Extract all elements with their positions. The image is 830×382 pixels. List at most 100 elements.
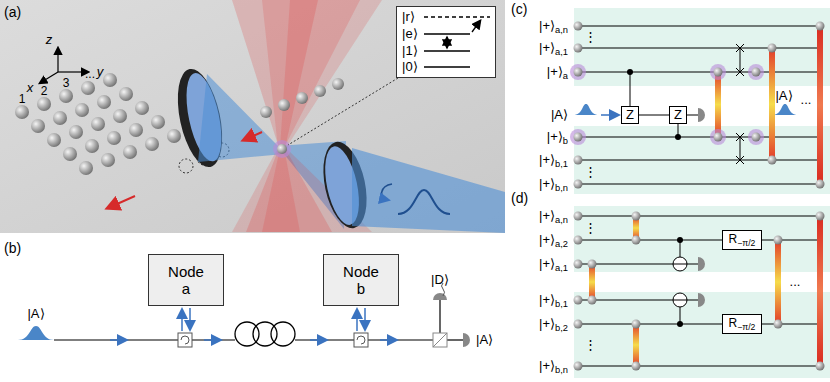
atom (103, 73, 117, 87)
text-label: ... (790, 274, 801, 289)
label-holder: y (97, 64, 104, 80)
label-holder: 2 (41, 84, 48, 99)
atom (167, 129, 181, 143)
text-label: ⋮ (584, 29, 597, 44)
text-label: x (27, 80, 34, 95)
label-holder: |D⟩ (431, 272, 449, 288)
text-label: |A⟩ (27, 306, 44, 321)
gate-box: Z (669, 106, 687, 124)
wire-connector (639, 115, 669, 116)
label-holder: |+⟩a,n (539, 18, 568, 34)
detector (463, 333, 470, 347)
label-holder: |+⟩b,1 (539, 152, 568, 168)
level-label: |e⟩ (402, 27, 418, 42)
atom (47, 133, 61, 147)
atom (97, 95, 111, 109)
fiber-loops (235, 322, 295, 346)
text-label: |A⟩ (551, 107, 568, 122)
atom (151, 115, 165, 129)
atom (53, 111, 67, 125)
input-pulse (18, 326, 54, 340)
atom (113, 109, 127, 123)
label-holder: (a) (4, 4, 21, 20)
atom (37, 97, 51, 111)
atom (119, 87, 133, 101)
text-label: |A⟩ (775, 88, 792, 103)
atom (15, 105, 29, 119)
atom (63, 147, 77, 161)
box-text: Node a (168, 263, 204, 298)
photon-pulse (398, 190, 450, 214)
text-label: ⋮ (584, 220, 597, 235)
atom (75, 103, 89, 117)
level-inset: |r⟩ |e⟩ |1⟩|0⟩ (396, 6, 496, 78)
label-holder: |+⟩a (547, 64, 568, 80)
label-holder: |+⟩a,1 (539, 40, 568, 56)
text-label: |+⟩a,1 (539, 40, 568, 55)
output-beam (352, 148, 505, 233)
text-label: |+⟩b,n (539, 176, 568, 191)
label-holder: ⋮ (584, 220, 597, 236)
label-holder: |A⟩ (27, 306, 44, 322)
beam-splitter (433, 333, 447, 347)
text-label: |A⟩ (476, 332, 493, 347)
atom (101, 153, 115, 167)
panel-label: (c) (511, 1, 527, 17)
text-label: |+⟩b,1 (539, 292, 568, 307)
atom (145, 137, 159, 151)
atom (107, 131, 121, 145)
gate-box: R−π/2 (722, 230, 762, 250)
atoms (574, 22, 825, 189)
panel-d-art (574, 206, 830, 378)
text-label: |+⟩a,1 (539, 256, 568, 271)
level-label: |1⟩ (402, 44, 418, 59)
text-label: |D⟩ (431, 272, 449, 287)
purple-atoms (570, 64, 764, 145)
text-label: |+⟩b,2 (539, 316, 568, 331)
atom (31, 119, 45, 133)
panel-label: (b) (4, 240, 21, 256)
text-label: ... (801, 92, 812, 107)
label-holder: |+⟩b,n (539, 358, 568, 374)
label-holder: |+⟩a,1 (539, 256, 568, 272)
text-label: |+⟩b,1 (539, 152, 568, 167)
text-label: y (97, 64, 104, 79)
text-label: z (46, 32, 53, 47)
text-label: ... (85, 67, 95, 81)
label-holder: (d) (511, 190, 528, 206)
panel-b-art (18, 283, 470, 347)
atom-array (15, 73, 181, 175)
gate-box: Z (621, 106, 639, 124)
atom (135, 101, 149, 115)
text-label: |+⟩b (547, 129, 568, 144)
label-holder: ⋮ (584, 164, 597, 180)
label-holder: |+⟩a,2 (539, 232, 568, 248)
text-label: ⋮ (584, 164, 597, 179)
label-holder: (c) (511, 1, 527, 17)
atoms (574, 212, 825, 371)
text-label: |+⟩b,n (539, 358, 568, 373)
box-text: Z (626, 108, 634, 123)
text-label: |+⟩a (547, 64, 568, 79)
label-holder: |+⟩a,n (539, 208, 568, 224)
atom (59, 89, 73, 103)
box-text: Z (674, 108, 682, 123)
atom (91, 117, 105, 131)
text-label: 3 (63, 76, 70, 90)
atom (79, 161, 93, 175)
level-label: |r⟩ (402, 10, 415, 25)
level-label: |0⟩ (402, 60, 418, 75)
label-holder: |A⟩ (775, 88, 792, 104)
node-box: Node a (148, 254, 224, 306)
label-holder: 1 (19, 92, 26, 107)
label-holder: ⋮ (584, 29, 597, 45)
panel-label: (d) (511, 190, 528, 206)
node-box: Node b (323, 254, 399, 306)
label-holder: |+⟩b (547, 129, 568, 145)
label-holder: |+⟩b,2 (539, 316, 568, 332)
panel-label: (a) (4, 4, 21, 20)
label-holder: ... (85, 67, 95, 82)
inset-ground (396, 6, 496, 78)
atom (85, 139, 99, 153)
